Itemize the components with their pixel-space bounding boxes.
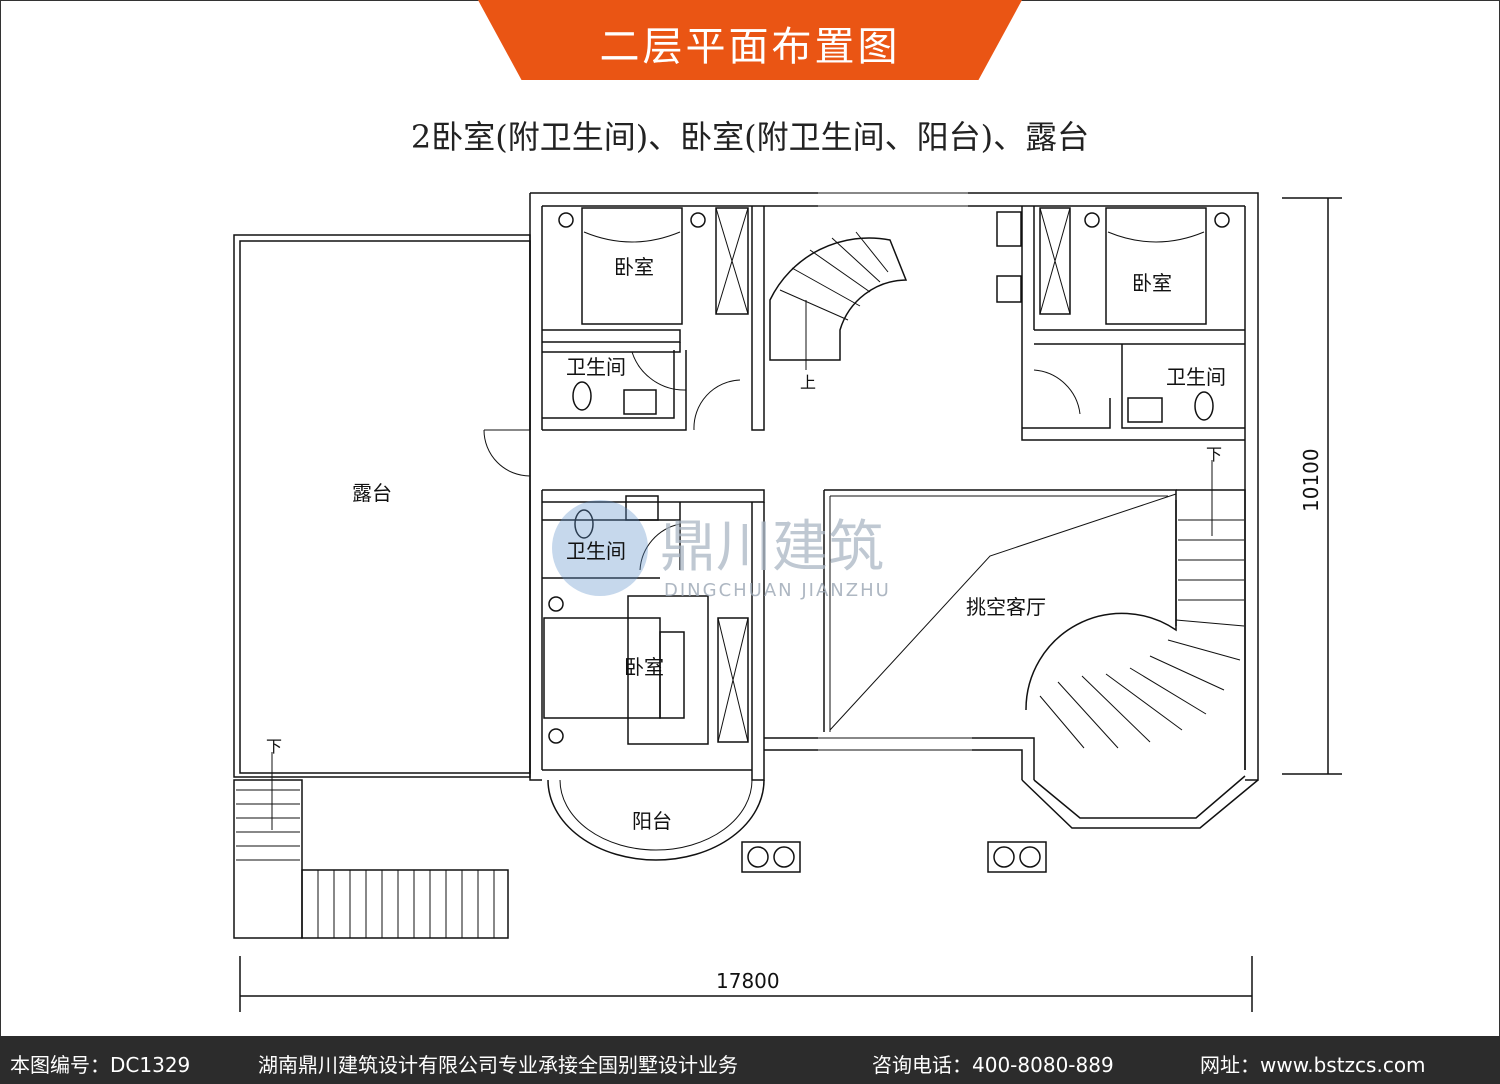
outer-wall-left-lower <box>529 490 543 781</box>
stair-up-label: 上 <box>800 373 816 392</box>
balcony-outline <box>547 779 765 861</box>
floor-plan: 鼎川建筑 DINGCHUAN JIANZHU 露台 卧室 卫生间 卧室 卫生间 … <box>233 192 1342 1012</box>
basin-ml <box>625 495 659 521</box>
phone-number: 咨询电话：400-8080-889 <box>872 1053 1114 1077</box>
bed-tl <box>581 207 683 325</box>
company-info: 湖南鼎川建筑设计有限公司专业承接全国别墅设计业务 <box>258 1053 738 1077</box>
terrace-stair-down-label: 下 <box>266 737 282 756</box>
rug-bl <box>627 595 709 745</box>
ac-unit-left <box>741 841 801 873</box>
lamp-icon <box>558 212 574 228</box>
label-balcony: 阳台 <box>632 809 672 833</box>
page-title: 二层平面布置图 <box>599 24 901 70</box>
lamp-icon <box>1084 212 1100 228</box>
lamp-icon <box>690 212 706 228</box>
wall-bedroom-bl-right <box>751 502 765 781</box>
label-living-void: 挑空客厅 <box>966 595 1046 619</box>
bay-window <box>1021 775 1259 829</box>
outer-wall-left-upper <box>529 193 543 430</box>
lamp-icon <box>1214 212 1230 228</box>
wall-bedroom-tl-bottom <box>542 329 681 343</box>
wall-bottom-center <box>764 737 1035 780</box>
label-bath-ml: 卫生间 <box>566 539 626 563</box>
watermark-text: 鼎川建筑 <box>660 515 884 580</box>
label-bedroom-tl: 卧室 <box>614 255 654 279</box>
label-terrace: 露台 <box>352 481 392 505</box>
terrace-inner-line <box>239 240 531 774</box>
stair-down-label: 下 <box>1206 445 1222 464</box>
toilet-tl <box>572 381 592 411</box>
depth-dimension-label: 10100 <box>1299 448 1323 512</box>
website-link[interactable]: 网址：www.bstzcs.com <box>1200 1053 1426 1077</box>
ac-unit-right <box>987 841 1047 873</box>
width-dimension-label: 17800 <box>716 969 780 993</box>
footer-bar: 本图编号：DC1329 湖南鼎川建筑设计有限公司专业承接全国别墅设计业务 咨询电… <box>0 1036 1500 1084</box>
wall-bath-tr <box>1022 344 1245 429</box>
basin-tl <box>623 389 657 415</box>
bed-bl <box>543 617 661 719</box>
watermark-pinyin: DINGCHUAN JIANZHU <box>664 580 891 601</box>
page-subtitle: 2卧室(附卫生间)、卧室(附卫生间、阳台)、露台 <box>410 118 1090 156</box>
terrace-door-arc <box>483 429 531 477</box>
lamp-icon <box>548 728 564 744</box>
label-bedroom-tr: 卧室 <box>1132 271 1172 295</box>
label-bath-tl: 卫生间 <box>566 355 626 379</box>
wall-bath-tl <box>542 350 687 431</box>
spiral-stair-top <box>769 237 908 361</box>
sink-tr-hall <box>996 211 1022 247</box>
wardrobe-tr <box>1039 207 1071 315</box>
void-diagonal <box>829 493 1177 731</box>
wall-bedroom-tr <box>1021 206 1245 441</box>
wardrobe-tl <box>715 207 749 315</box>
wardrobe-bl <box>717 617 749 743</box>
wall-stair-left <box>751 206 765 431</box>
label-bath-tr: 卫生间 <box>1166 365 1226 389</box>
toilet-ml <box>574 509 594 539</box>
terrace-outline <box>233 234 531 778</box>
terrace-stair <box>233 779 303 939</box>
label-bedroom-bl: 卧室 <box>624 655 664 679</box>
bed-tr <box>1105 207 1207 325</box>
watermark-logo <box>552 500 648 596</box>
drawing-number: 本图编号：DC1329 <box>10 1053 191 1077</box>
watermark: 鼎川建筑 DINGCHUAN JIANZHU <box>552 500 891 601</box>
spiral-stair-bottom <box>1025 489 1246 770</box>
title-banner <box>478 0 1022 80</box>
basin-tr <box>1127 397 1163 423</box>
lamp-icon <box>548 596 564 612</box>
terrace-steps <box>301 869 509 939</box>
toilet-tr <box>1194 391 1214 421</box>
